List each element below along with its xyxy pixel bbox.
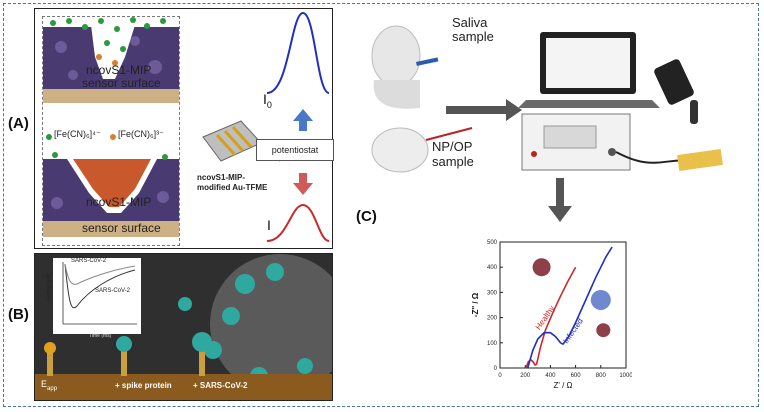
step-3-label: + SARS-CoV-2: [193, 381, 248, 390]
spike: [178, 297, 192, 311]
mip-texture: [68, 70, 78, 80]
sensor-surface-label-bottom: sensor surface: [82, 221, 161, 235]
step-1-label: Eapp: [41, 379, 58, 392]
nyquist-chart: 0 200 400 600 800 1000 0 100 200 300 400 500 Z' / Ω -…: [468, 236, 633, 392]
series-label-healthy: Healthy: [534, 304, 557, 331]
legend-ferro: [Fe(CN)₆]⁴⁻: [54, 129, 101, 139]
sensor-surface-top: [43, 89, 179, 103]
electrode-label: ncovS1-MIP-: [197, 173, 246, 182]
panel-label-c: (C): [356, 208, 377, 225]
spike: [235, 274, 255, 294]
mip-texture: [130, 36, 140, 46]
spike: [266, 263, 284, 281]
panel-label-b: (B): [8, 306, 29, 323]
mip-texture: [148, 60, 162, 74]
infected-protein-icon: [590, 289, 611, 310]
peak-high: [266, 11, 330, 94]
sensor-strip-icon: [677, 149, 723, 171]
inset-plot-bg: [53, 258, 141, 334]
head-saliva-icon: [371, 25, 439, 109]
y-tick-label: 400: [487, 265, 498, 271]
sensor-surface-bottom: [43, 221, 179, 237]
arrow-to-laptop-icon: [446, 99, 522, 121]
probe: [47, 350, 53, 376]
series-line-healthy: [525, 266, 577, 369]
current-i: I: [267, 217, 271, 233]
inset-trace-2: [64, 263, 136, 285]
mip-label-bottom: ncovS1-MIP: [86, 195, 152, 209]
panel-b: SARS-CoV-2 SARS-CoV-2 Current (pA) Time …: [34, 253, 333, 401]
step-2-label: + spike protein: [115, 381, 172, 390]
electrode-label-2: modified Au-TFME: [197, 183, 268, 192]
healthy-protein-icon: [532, 258, 551, 277]
probe-bound: [116, 336, 132, 352]
panel-b-scene: [35, 254, 332, 400]
x-tick-label: 200: [520, 373, 531, 379]
laptop-icon: [518, 32, 660, 108]
spike: [222, 307, 240, 325]
swab: [425, 127, 473, 141]
y-axis-label: -Z'' / Ω: [471, 292, 480, 317]
peak-low: [266, 203, 330, 242]
np-label-2: sample: [432, 154, 474, 169]
saliva-label: Saliva: [452, 15, 488, 30]
inset-xlabel: Time (ms): [89, 333, 112, 339]
current-peaks: [266, 11, 330, 242]
current-i0: I0: [263, 91, 272, 110]
inset-ylabel: Current (pA): [45, 273, 52, 301]
np-label: NP/OP: [432, 139, 473, 154]
infected-protein-icon-2: [596, 323, 611, 338]
imprinted-cavity: [91, 25, 135, 79]
mip-texture: [55, 41, 67, 53]
legend-ferri: [Fe(CN)₆]³⁻: [118, 129, 164, 139]
probe-bound: [192, 332, 212, 352]
mip-texture: [51, 197, 63, 209]
plot-frame: [499, 241, 627, 369]
y-tick-label: 0: [494, 366, 498, 372]
inset-legend-1: SARS-CoV-2: [71, 258, 107, 264]
inset-legend-2: SARS-CoV-2: [95, 288, 131, 294]
inset-trace-1: [64, 263, 136, 309]
series-label-infected: Infected: [561, 317, 585, 345]
mip-label-top: ncovS1-MIP: [86, 63, 152, 77]
y-tick-label: 300: [487, 290, 498, 296]
arrow-up-icon: [293, 109, 313, 131]
mip-illustration-box: [42, 16, 180, 246]
y-tick-label: 500: [487, 240, 498, 246]
sensor-surface-label-top: sensor surface: [82, 76, 161, 90]
ferro-dot: [46, 134, 52, 140]
x-axis-label: Z' / Ω: [553, 381, 572, 390]
spike-protein-bound: [73, 159, 151, 207]
electrode-surface: [35, 374, 332, 400]
mip-texture: [157, 191, 169, 203]
potentiostat-box: potentiostat: [256, 139, 334, 161]
series-line-infected: [526, 246, 613, 369]
head-np-icon: [371, 127, 473, 173]
saliva-label-2: sample: [452, 29, 494, 44]
redox-probes-top: [50, 17, 166, 66]
y-tick-label: 100: [487, 341, 498, 347]
x-tick-label: 400: [545, 373, 556, 379]
mip-illustration: [43, 17, 179, 237]
spike: [297, 358, 313, 374]
ferri-dot: [110, 134, 116, 140]
arrow-down-icon: [293, 173, 313, 195]
arrow-down-to-chart-icon: [548, 178, 572, 222]
potentiostat-device-icon: [521, 113, 631, 171]
nyquist-plot: 0 200 400 600 800 1000 0 100 200 300 400 500 Z' / Ω -…: [471, 240, 633, 390]
x-tick-label: 800: [596, 373, 607, 379]
probe: [199, 350, 205, 376]
x-tick-label: 1000: [619, 373, 632, 379]
probe: [121, 350, 127, 376]
electrode-chip-icon: [202, 120, 262, 162]
panel-a: ncovS1-MIP sensor surface [Fe(CN)₆]⁴⁻ [F…: [34, 8, 333, 249]
panel-c-scene: [371, 25, 723, 222]
probe-tag: [44, 342, 56, 354]
figure-frame: [3, 3, 759, 407]
x-tick-label: 0: [498, 373, 502, 379]
x-tick-label: 600: [571, 373, 582, 379]
y-tick-label: 200: [487, 316, 498, 322]
panel-label-a: (A): [8, 115, 29, 132]
smartphone-icon: [654, 59, 698, 124]
